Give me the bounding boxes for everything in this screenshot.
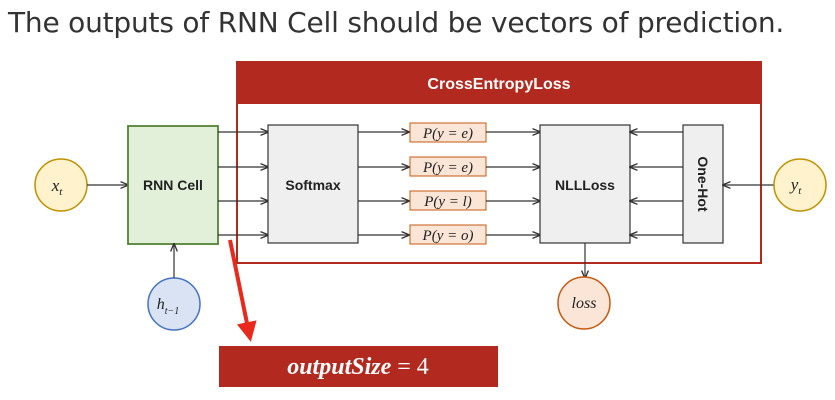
nllloss-box <box>539 124 631 244</box>
prob-label-4: P(y = o) <box>422 228 474 244</box>
target-node-label: yt <box>789 175 803 197</box>
prob-box-4: P(y = o) <box>409 224 487 245</box>
onehot-to-nll-arrows <box>630 132 683 235</box>
output-size-banner <box>219 346 498 387</box>
loss-node <box>557 276 611 330</box>
cross-entropy-header <box>237 62 761 104</box>
nllloss-label: NLLLoss <box>555 177 615 193</box>
rnn-to-softmax-arrows <box>218 132 268 235</box>
rnn-cell-box <box>127 125 219 245</box>
prob-box-1: P(y = e) <box>409 122 487 143</box>
output-size-text: outputSize = 4 <box>287 354 429 380</box>
softmax-box <box>267 124 359 244</box>
softmax-label: Softmax <box>285 177 340 193</box>
prob-label-1: P(y = e) <box>422 126 473 142</box>
input-node-label: xt <box>51 176 64 198</box>
prob-box-3: P(y = l) <box>409 190 487 211</box>
onehot-box <box>682 124 724 244</box>
rnn-cell-label: RNN Cell <box>143 177 203 193</box>
prob-label-2: P(y = e) <box>422 160 473 176</box>
pointer-arrow <box>228 239 257 342</box>
prob-to-nll-arrows <box>486 132 540 235</box>
hidden-node-label: ht−1 <box>157 296 180 317</box>
slide-heading: The outputs of RNN Cell should be vector… <box>8 6 785 39</box>
softmax-to-prob-arrows <box>358 132 409 235</box>
input-node <box>34 158 88 212</box>
prob-label-3: P(y = l) <box>423 194 472 210</box>
onehot-label: One-Hot <box>695 156 711 212</box>
loss-node-label: loss <box>572 295 597 312</box>
prob-box-2: P(y = e) <box>409 156 487 177</box>
target-node <box>773 158 827 212</box>
cross-entropy-label: CrossEntropyLoss <box>427 76 570 93</box>
